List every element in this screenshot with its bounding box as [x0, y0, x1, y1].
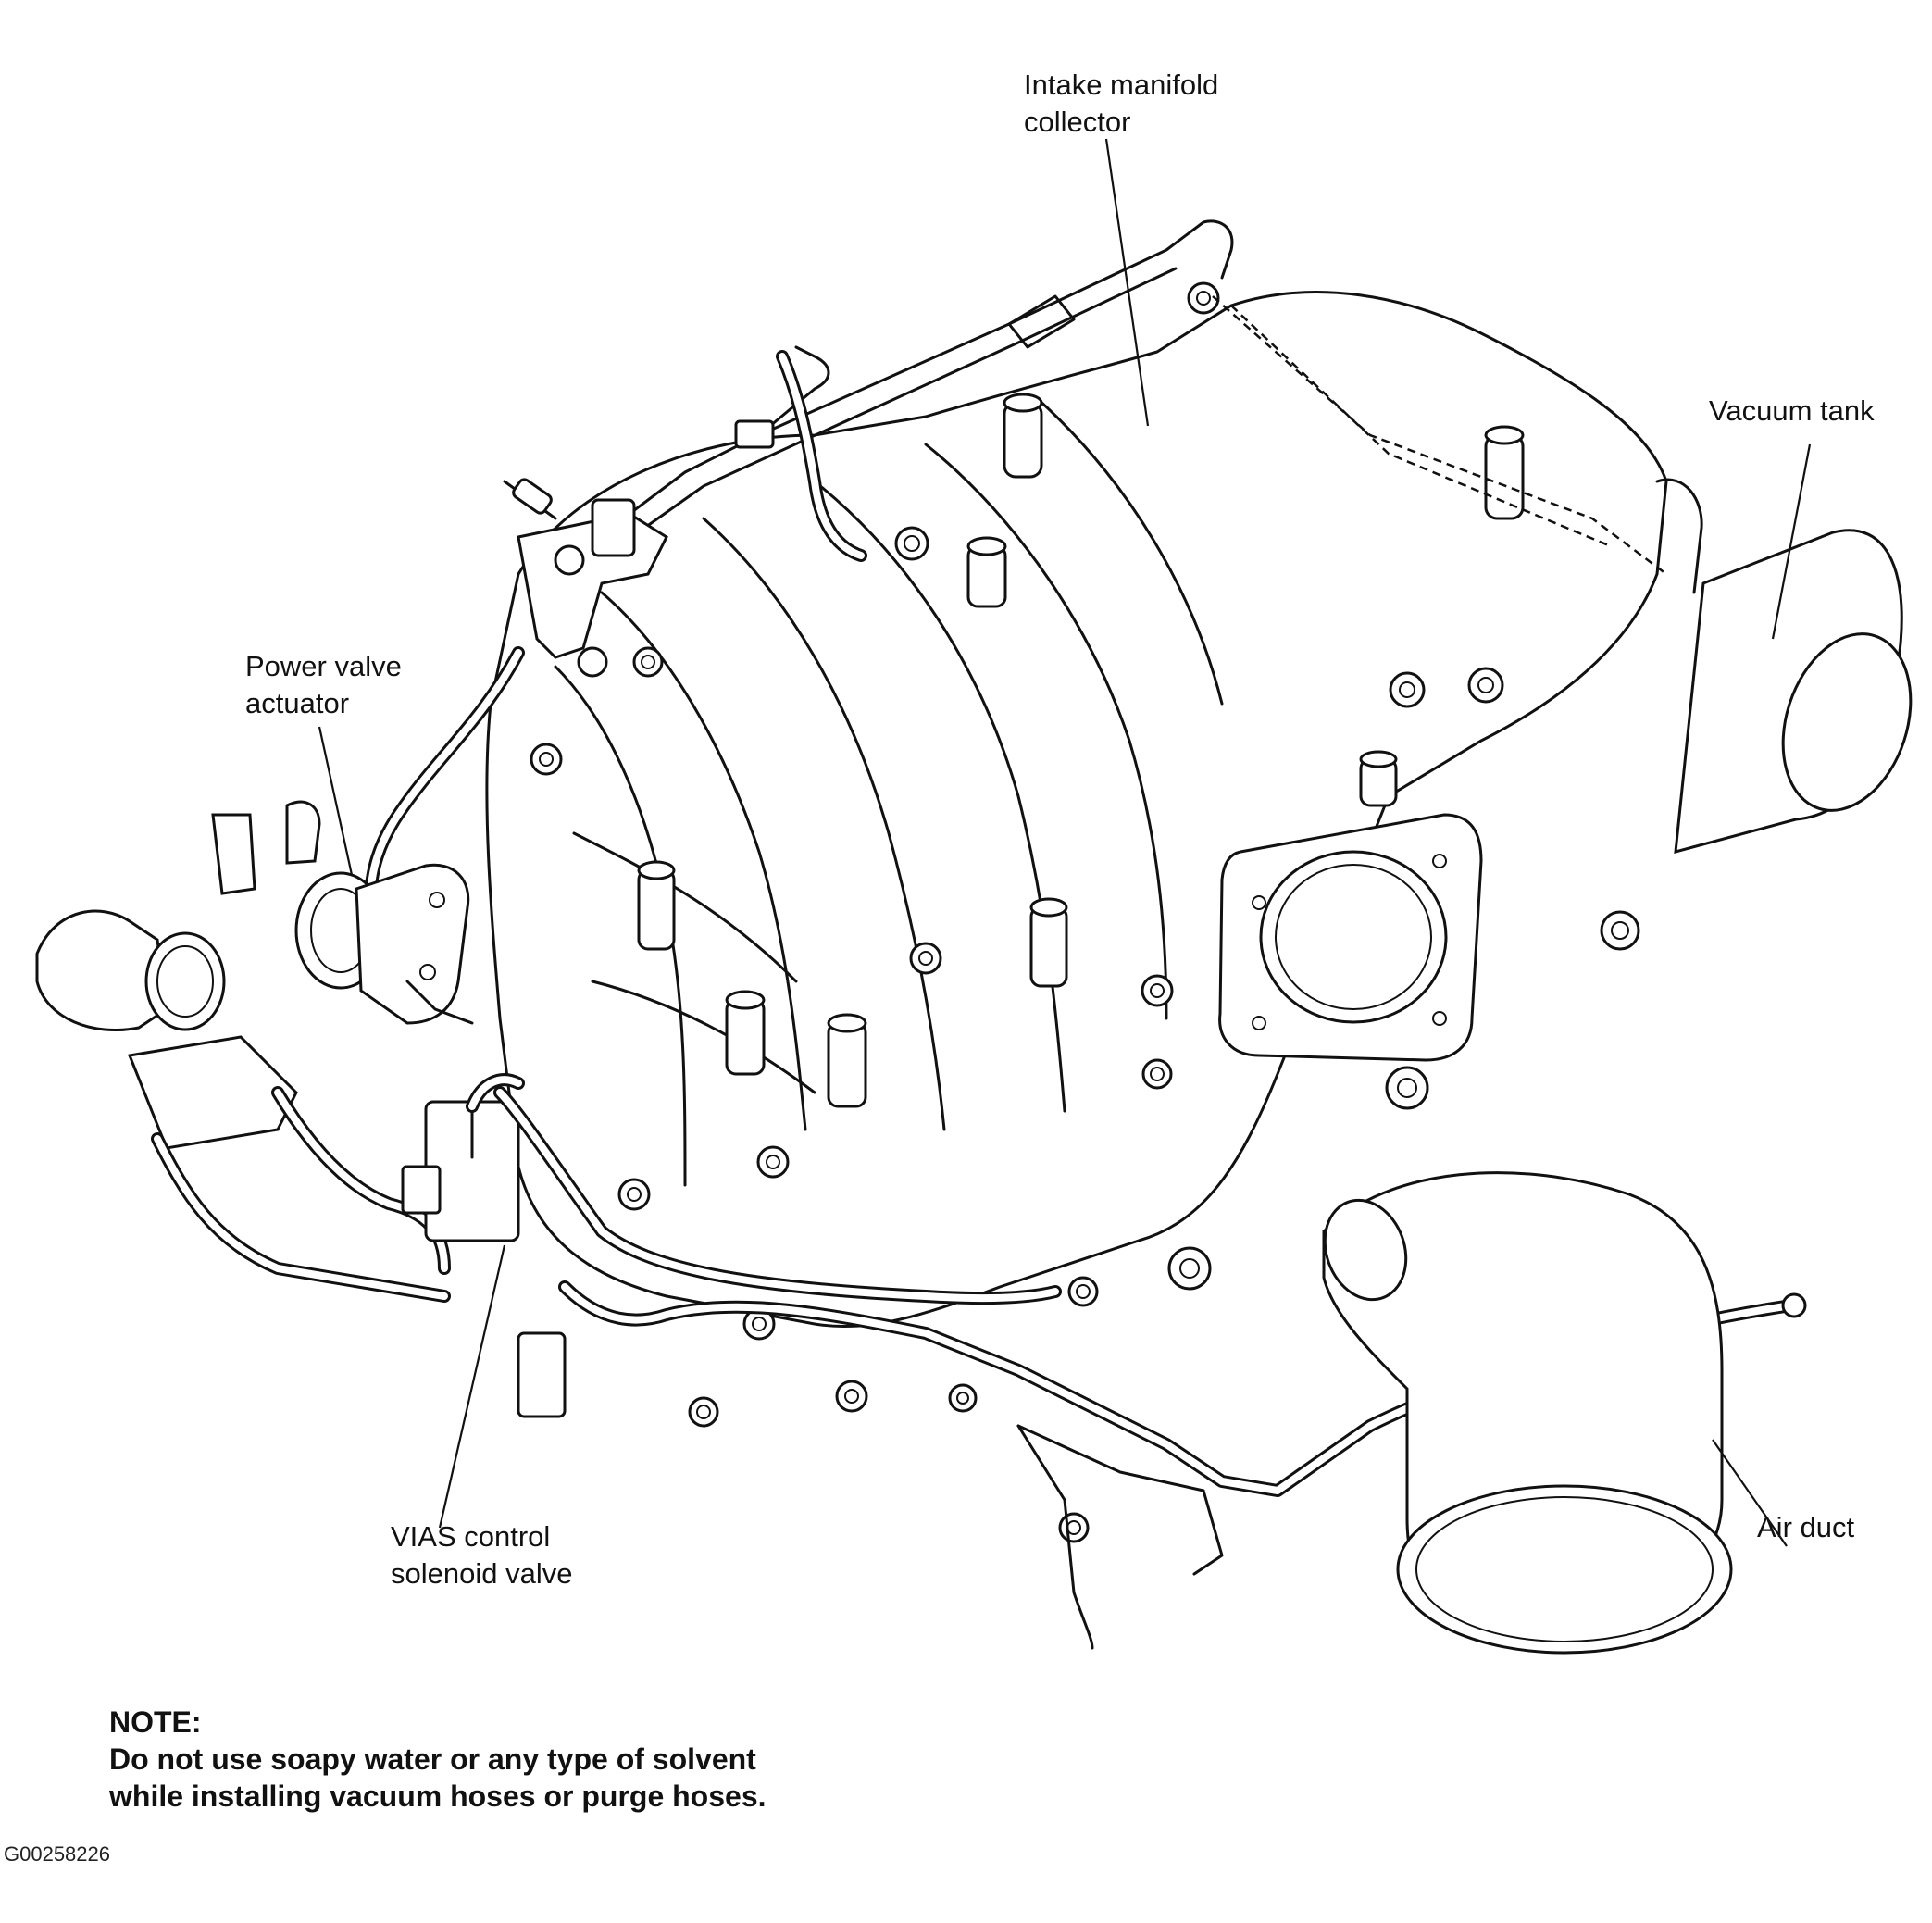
vias-control-solenoid-valve — [401, 1073, 567, 1418]
label-power-valve-actuator: Power valve actuator — [245, 650, 402, 719]
throttle-body-flange — [1218, 813, 1483, 1062]
label-vias-control-solenoid-valve: VIAS control solenoid valve — [391, 1520, 573, 1590]
leader-lines — [318, 138, 1812, 1547]
vacuum-tank — [1212, 295, 1913, 855]
figure-id: G00258226 — [4, 1842, 110, 1866]
installation-note: NOTE: Do not use soapy water or any type… — [109, 1704, 767, 1815]
power-valve-actuator — [294, 863, 474, 1025]
label-vacuum-tank: Vacuum tank — [1709, 394, 1875, 427]
intake-manifold-collector-body — [485, 291, 1668, 1329]
note-line-1: Do not use soapy water or any type of so… — [109, 1742, 756, 1776]
upper-bracket — [572, 219, 1234, 567]
left-water-outlet — [35, 800, 321, 1150]
air-duct — [1322, 1171, 1733, 1655]
label-air-duct: Air duct — [1757, 1511, 1855, 1543]
note-line-2: while installing vacuum hoses or purge h… — [109, 1779, 767, 1813]
lower-bracket — [1016, 1424, 1224, 1650]
note-heading: NOTE: — [109, 1705, 202, 1739]
bolt-washers — [530, 281, 1640, 1543]
left-bracket — [503, 478, 668, 678]
manifold-bosses — [637, 393, 1525, 1108]
label-intake-manifold-collector: Intake manifold collector — [1024, 69, 1219, 138]
vacuum-hose-left — [364, 350, 867, 909]
